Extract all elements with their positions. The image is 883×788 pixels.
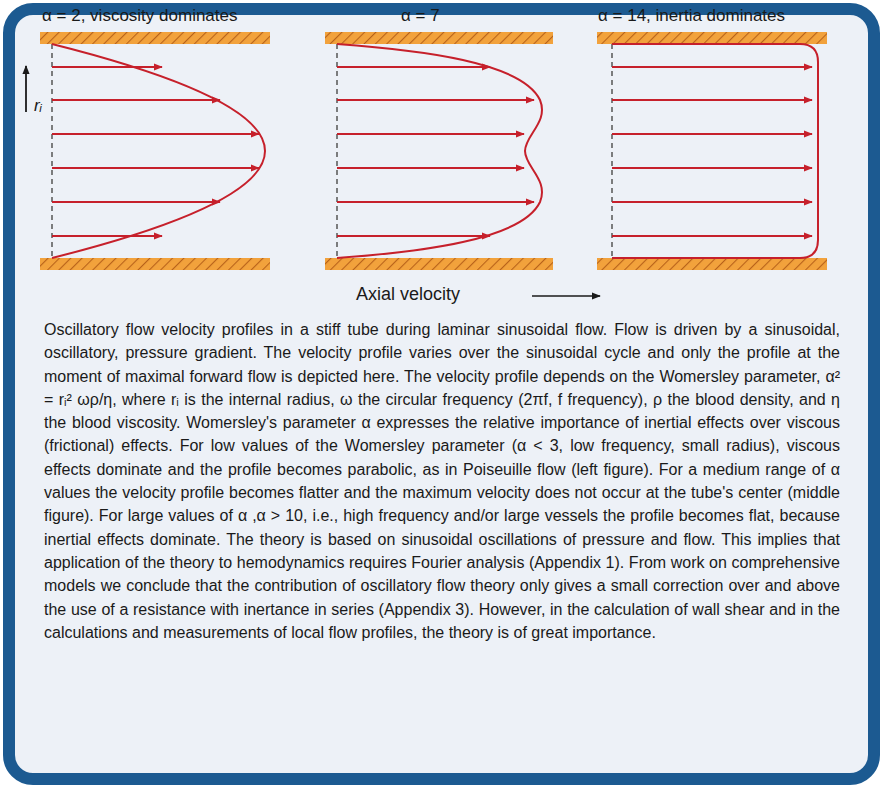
velocity-arrow [52, 67, 812, 236]
velocity-profile [52, 44, 818, 258]
radius-label: rᵢ [34, 96, 42, 116]
caption-text: Oscillatory flow velocity profiles in a … [44, 318, 840, 644]
panel-title: α = 7 [401, 6, 440, 26]
radius-arrow [25, 66, 27, 112]
axis-label: Axial velocity [356, 284, 460, 305]
axis-arrow [532, 295, 600, 297]
tube-wall [40, 32, 827, 270]
panel-title: α = 2, viscosity dominates [42, 6, 238, 26]
axis-line [52, 44, 612, 258]
panel-title: α = 14, inertia dominates [598, 6, 785, 26]
